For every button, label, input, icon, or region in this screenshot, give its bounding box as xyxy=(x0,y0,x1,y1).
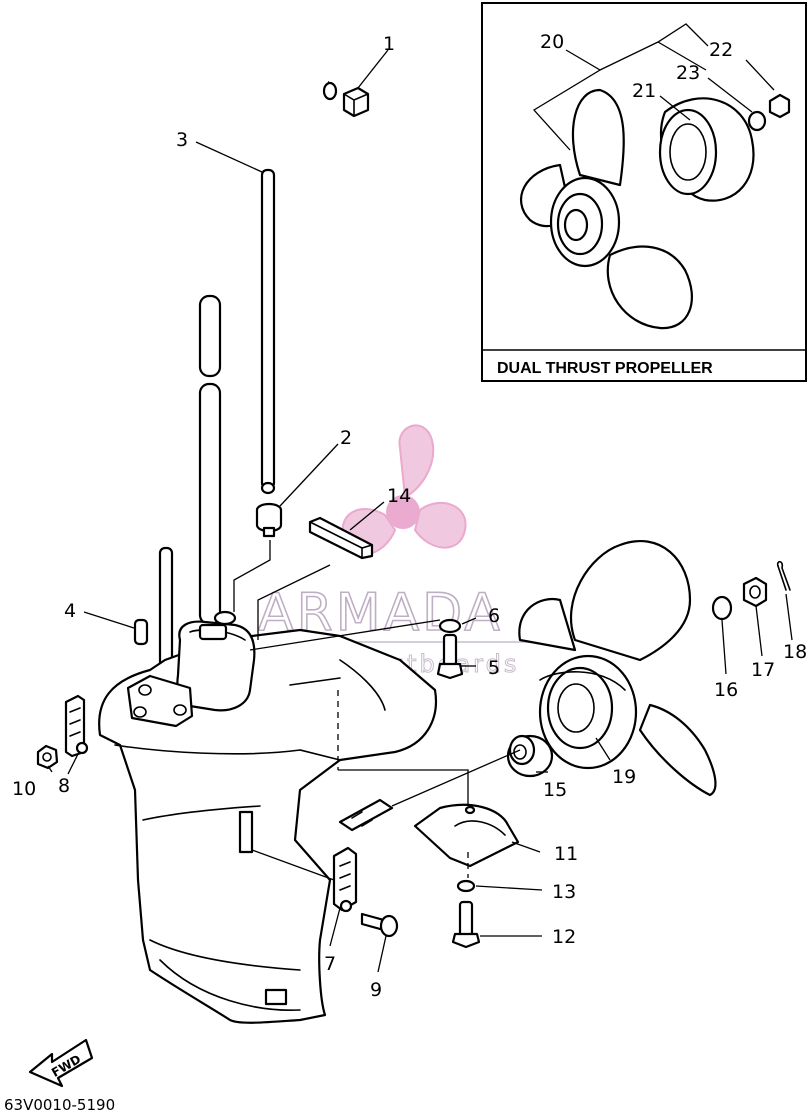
callout-22: 22 xyxy=(709,39,733,61)
inset-propeller-20 xyxy=(519,88,693,330)
part-5-bolt xyxy=(436,633,464,680)
callout-12: 12 xyxy=(552,926,576,948)
part-19-propeller xyxy=(518,539,717,797)
callout-10: 10 xyxy=(12,778,36,800)
part-17-castle-nut xyxy=(742,576,768,608)
part-14-plate xyxy=(308,516,374,560)
part-16-washer xyxy=(711,595,733,621)
callout-14: 14 xyxy=(387,485,411,507)
part-8-anode xyxy=(64,694,89,758)
callout-leaders xyxy=(47,49,793,973)
part-4-dowel-pin xyxy=(133,618,149,646)
part-13-washer xyxy=(456,879,476,893)
drive-shaft xyxy=(198,294,222,626)
inset-washer-23 xyxy=(747,110,767,132)
part-15-thrust-washer xyxy=(506,734,554,778)
part-11-trim-tab xyxy=(413,803,520,868)
callout-21: 21 xyxy=(632,80,656,102)
callout-6: 6 xyxy=(488,605,500,627)
part-6-washer xyxy=(438,618,462,634)
part-12-bolt xyxy=(451,900,481,949)
fwd-arrow: FWD xyxy=(28,1038,94,1088)
callout-3: 3 xyxy=(176,129,188,151)
callout-4: 4 xyxy=(64,600,76,622)
callout-2: 2 xyxy=(340,427,352,449)
callout-15: 15 xyxy=(543,779,567,801)
part-1-grommet xyxy=(342,86,370,118)
callout-11: 11 xyxy=(554,843,578,865)
callout-19: 19 xyxy=(612,766,636,788)
callout-7: 7 xyxy=(324,953,336,975)
lower-unit-casing xyxy=(98,610,438,1024)
callout-18: 18 xyxy=(783,641,807,663)
assembly-lines xyxy=(233,540,521,881)
part-2-grommet xyxy=(255,502,283,538)
callout-16: 16 xyxy=(714,679,738,701)
inset-dual-thrust-propeller: DUAL THRUST PROPELLER 20 21 22 23 xyxy=(481,2,807,382)
part-18-cotter-pin xyxy=(776,560,791,591)
callout-5: 5 xyxy=(488,657,500,679)
inset-title: DUAL THRUST PROPELLER xyxy=(497,360,713,377)
callout-9: 9 xyxy=(370,979,382,1001)
propeller-shaft xyxy=(338,798,394,832)
callout-20: 20 xyxy=(540,31,564,53)
part-3-water-tube xyxy=(260,62,338,495)
callout-8: 8 xyxy=(58,775,70,797)
callout-13: 13 xyxy=(552,881,576,903)
watermark-logo-center xyxy=(386,495,420,529)
inset-adapter-21 xyxy=(658,97,755,202)
callout-23: 23 xyxy=(676,62,700,84)
part-7-anode xyxy=(332,846,358,913)
callout-1: 1 xyxy=(383,33,395,55)
callout-numbers: 1 2 3 4 5 6 7 8 9 10 11 12 13 14 15 16 1… xyxy=(12,33,807,1001)
inset-nut-22 xyxy=(768,93,791,119)
callout-17: 17 xyxy=(751,659,775,681)
part-9-screw xyxy=(360,912,399,938)
part-10-nut xyxy=(36,744,59,770)
catalog-code: 63V0010-5190 xyxy=(4,1096,115,1113)
